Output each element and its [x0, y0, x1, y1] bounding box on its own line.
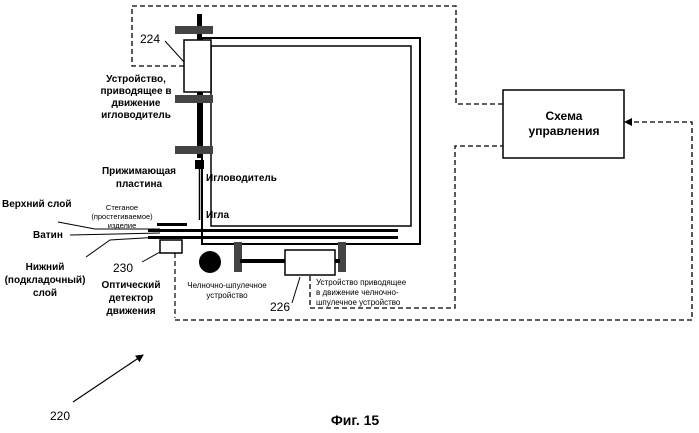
- needle-label: Игла: [206, 210, 229, 221]
- needle-guide-top: [175, 26, 213, 34]
- bottom-layer-label-3: слой: [33, 288, 57, 299]
- frame-bed-top: [148, 229, 398, 232]
- fabric-bottom-layer: [86, 237, 160, 257]
- needle-drive-box: [184, 40, 211, 92]
- needle-clamp: [195, 160, 204, 169]
- shuttle-drive-label-3: шпулечное устройство: [316, 298, 401, 307]
- shuttle-label-1: Челночно-шпулечное: [187, 281, 267, 290]
- quilted-label-3: изделие: [108, 221, 137, 230]
- needle-guide-middle: [175, 95, 213, 103]
- needle-drive-label-3: движение: [112, 98, 161, 109]
- top-layer-label: Верхний слой: [2, 199, 71, 210]
- bottom-layer-label-1: Нижний: [26, 262, 65, 273]
- shuttle-post-right: [338, 242, 346, 272]
- shuttle-drive-box: [285, 250, 335, 275]
- optical-label-2: детектор: [109, 293, 153, 304]
- frame-bed-bottom: [148, 236, 398, 239]
- batting-label: Ватин: [33, 230, 63, 241]
- shuttle-post-left: [234, 242, 242, 272]
- needle-drive-label-1: Устройство,: [106, 74, 166, 85]
- shuttle-drive-label-1: Устройство приводящее: [316, 278, 407, 287]
- ref-230: 230: [113, 261, 133, 275]
- optical-label-3: движения: [106, 306, 155, 317]
- shuttle-bobbin: [199, 251, 221, 273]
- frame-outer: [202, 38, 420, 244]
- ref-224: 224: [140, 32, 160, 46]
- needle-drive-label-4: игловодитель: [101, 110, 171, 121]
- optical-label-1: Оптический: [102, 280, 161, 291]
- needle-bar-label: Игловодитель: [206, 173, 277, 184]
- shuttle-label-2: устройство: [206, 291, 248, 300]
- bottom-layer-label-2: (подкладочный): [5, 275, 86, 286]
- needle-drive-label-2: приводящее в: [101, 86, 172, 97]
- ref-220-arrow: [73, 355, 143, 402]
- control-label-2: управления: [529, 124, 600, 138]
- needle-guide-bottom: [175, 146, 213, 154]
- machine-frame: [202, 38, 420, 244]
- optical-detector: [160, 240, 182, 253]
- shuttle-drive-label-2: в движение челночно-: [316, 288, 399, 297]
- needle-bar-assembly: [175, 14, 213, 220]
- frame-inner: [211, 46, 411, 226]
- fabric-batting: [70, 233, 160, 235]
- presser-label-2: пластина: [116, 179, 163, 190]
- presser-label-1: Прижимающая: [102, 166, 176, 177]
- ref-220: 220: [50, 409, 70, 423]
- quilted-label-2: (простегиваемое): [91, 212, 153, 221]
- quilted-label-1: Стеганое: [106, 203, 138, 212]
- shuttle-assembly: [199, 242, 346, 275]
- figure-caption: Фиг. 15: [331, 412, 380, 428]
- presser-plate: [157, 223, 187, 226]
- control-label-1: Схема: [546, 109, 583, 123]
- ref-226: 226: [270, 300, 290, 314]
- control-wiring: [132, 6, 692, 320]
